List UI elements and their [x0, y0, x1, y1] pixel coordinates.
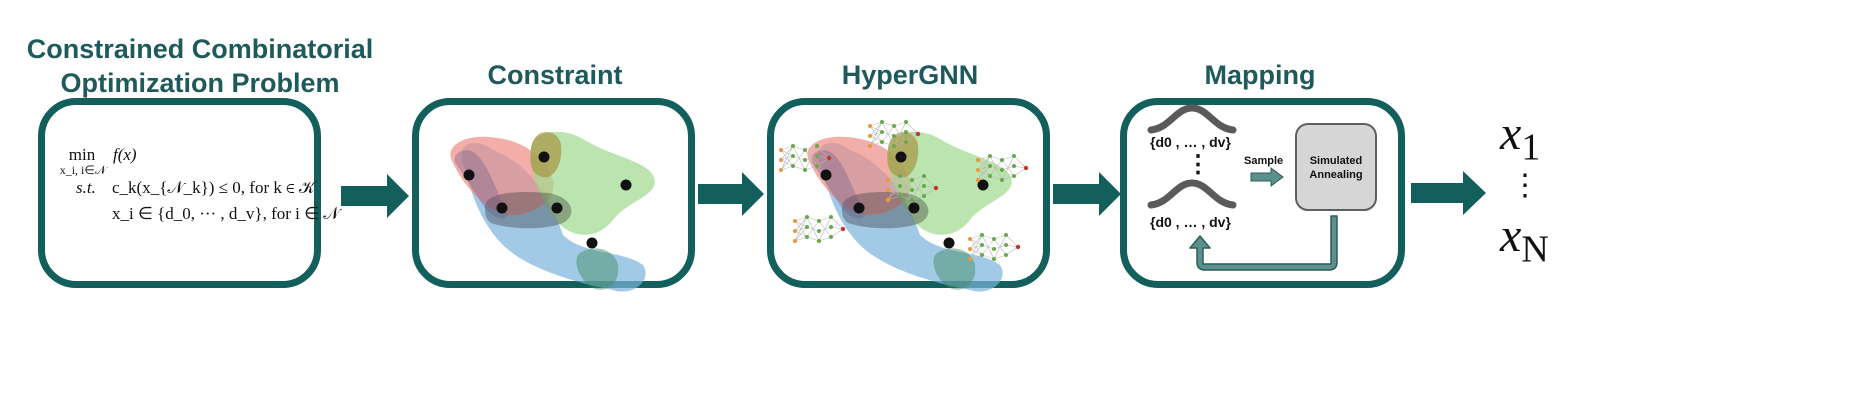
distribution-bottom-curve — [1147, 179, 1237, 209]
feedback-arrow — [1189, 215, 1338, 271]
mapping-vdots: ⋮ — [1186, 151, 1210, 178]
min-operator: min — [68, 145, 96, 164]
arrow-2 — [698, 172, 764, 216]
output-xN: xN — [1500, 209, 1549, 271]
annealing-line2: Annealing — [1309, 169, 1363, 181]
sample-arrow — [1250, 167, 1284, 187]
distribution-bottom-label: {d0 , … , dv} — [1150, 214, 1231, 230]
sample-label: Sample — [1244, 155, 1284, 167]
constraint-hypergraph — [450, 131, 655, 292]
output-vdots: ⋮ — [1510, 169, 1540, 202]
output-x1: x1 — [1500, 107, 1541, 169]
stage-title-mapping: Mapping — [1204, 60, 1316, 90]
stage-title-hypergnn: HyperGNN — [841, 60, 979, 90]
arrow-4 — [1411, 171, 1486, 215]
distribution-top-curve — [1147, 104, 1237, 134]
flow-arrows — [341, 171, 1486, 218]
stage-title-problem-line1: Constrained Combinatorial — [26, 34, 374, 64]
constraint-1: c_k(x_{𝒩_k}) ≤ 0, for k ∈ 𝒦 — [112, 178, 315, 197]
arrow-1 — [341, 174, 409, 218]
hypergnn-hypergraph — [807, 131, 1012, 292]
problem-panel — [38, 98, 321, 288]
simulated-annealing-box — [1295, 123, 1377, 211]
objective: f(x) — [113, 145, 137, 164]
stage-title-problem: Constrained Combinatorial Optimization P… — [20, 32, 380, 100]
distribution-top-label: {d0 , … , dv} — [1150, 134, 1231, 150]
arrow-3 — [1053, 172, 1121, 216]
simulated-annealing-label: Simulated Annealing — [1296, 154, 1376, 182]
st-label: s.t. — [76, 178, 96, 197]
annealing-line1: Simulated — [1309, 155, 1363, 167]
stage-title-problem-line2: Optimization Problem — [60, 68, 340, 98]
constraint-2: x_i ∈ {d_0, ··· , d_v}, for i ∈ 𝒩 — [112, 204, 340, 223]
min-subscript: x_i, i∈𝒩 — [59, 163, 107, 177]
mapping-graphics — [1147, 104, 1377, 271]
